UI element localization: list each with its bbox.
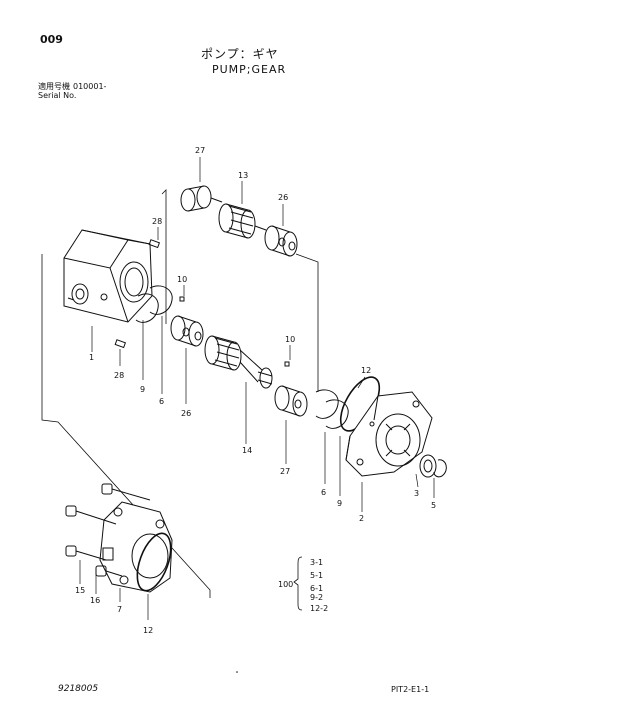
bushing-pair-bottom-part [170,315,204,347]
callout-6-left: 6 [159,397,164,406]
callout-9-left: 9 [140,385,145,394]
callout-12-right: 12 [361,366,371,375]
callout-28-top: 28 [152,217,162,226]
callout-10-left: 10 [177,275,187,284]
dowel-pin-part [148,239,161,249]
callout-28-bottom: 28 [114,371,124,380]
bushing-pair-top-part [264,225,298,257]
serial-label-english: Serial No. [38,91,77,100]
page-number: 009 [40,33,63,46]
callout-3: 3 [414,489,419,498]
title-english: PUMP;GEAR [212,63,287,76]
callout-9-right: 9 [337,499,342,508]
callout-26-bottom: 26 [181,409,191,418]
driven-gear-part [218,203,267,239]
front-cover-part [345,391,433,477]
serial-code: 010001- [73,82,107,91]
seal-ring-part [325,399,349,429]
kit-item: 12-2 [310,604,328,613]
kit-item: 5-1 [310,571,323,580]
title-japanese: ポンプ：ギヤ [201,47,279,61]
serial-label-japanese: 適用号機 [38,82,70,91]
snap-ring-part [433,459,447,478]
drive-gear-shaft-part [204,335,273,389]
kit-item: 9-2 [310,593,323,602]
page-reference: PIT2-E1-1 [391,685,430,694]
backup-ring-part [149,285,173,315]
callout-27-top: 27 [195,146,205,155]
callout-27-bottom: 27 [280,467,290,476]
bushing-top-part [180,185,223,212]
dowel-pin-part [114,339,127,349]
callout-7: 7 [117,605,122,614]
pump-housing-part [63,229,153,323]
callout-12-bottom: 12 [143,626,153,635]
backup-ring-part [315,389,339,419]
callout-26-top: 26 [278,193,288,202]
callout-6-right: 6 [321,488,326,497]
kit-item: 6-1 [310,584,323,593]
kit-label: 100 [278,580,293,589]
callout-10-right: 10 [285,335,295,344]
callout-5: 5 [431,501,436,510]
callout-2: 2 [359,514,364,523]
flange-part [99,501,173,593]
callout-14: 14 [242,446,252,455]
small-seal-part [284,361,290,367]
flange-o-ring-part [136,532,172,592]
document-number: 9218005 [58,684,99,694]
kit-item: 3-1 [310,558,323,567]
callout-16: 16 [90,596,100,605]
seal-ring-part [135,293,159,323]
bushing-bottom-part [274,385,308,417]
callout-15: 15 [75,586,85,595]
bolt-part [65,483,151,577]
small-seal-part [179,296,185,302]
oil-seal-part [419,454,437,478]
callout-13: 13 [238,171,248,180]
callout-1: 1 [89,353,94,362]
